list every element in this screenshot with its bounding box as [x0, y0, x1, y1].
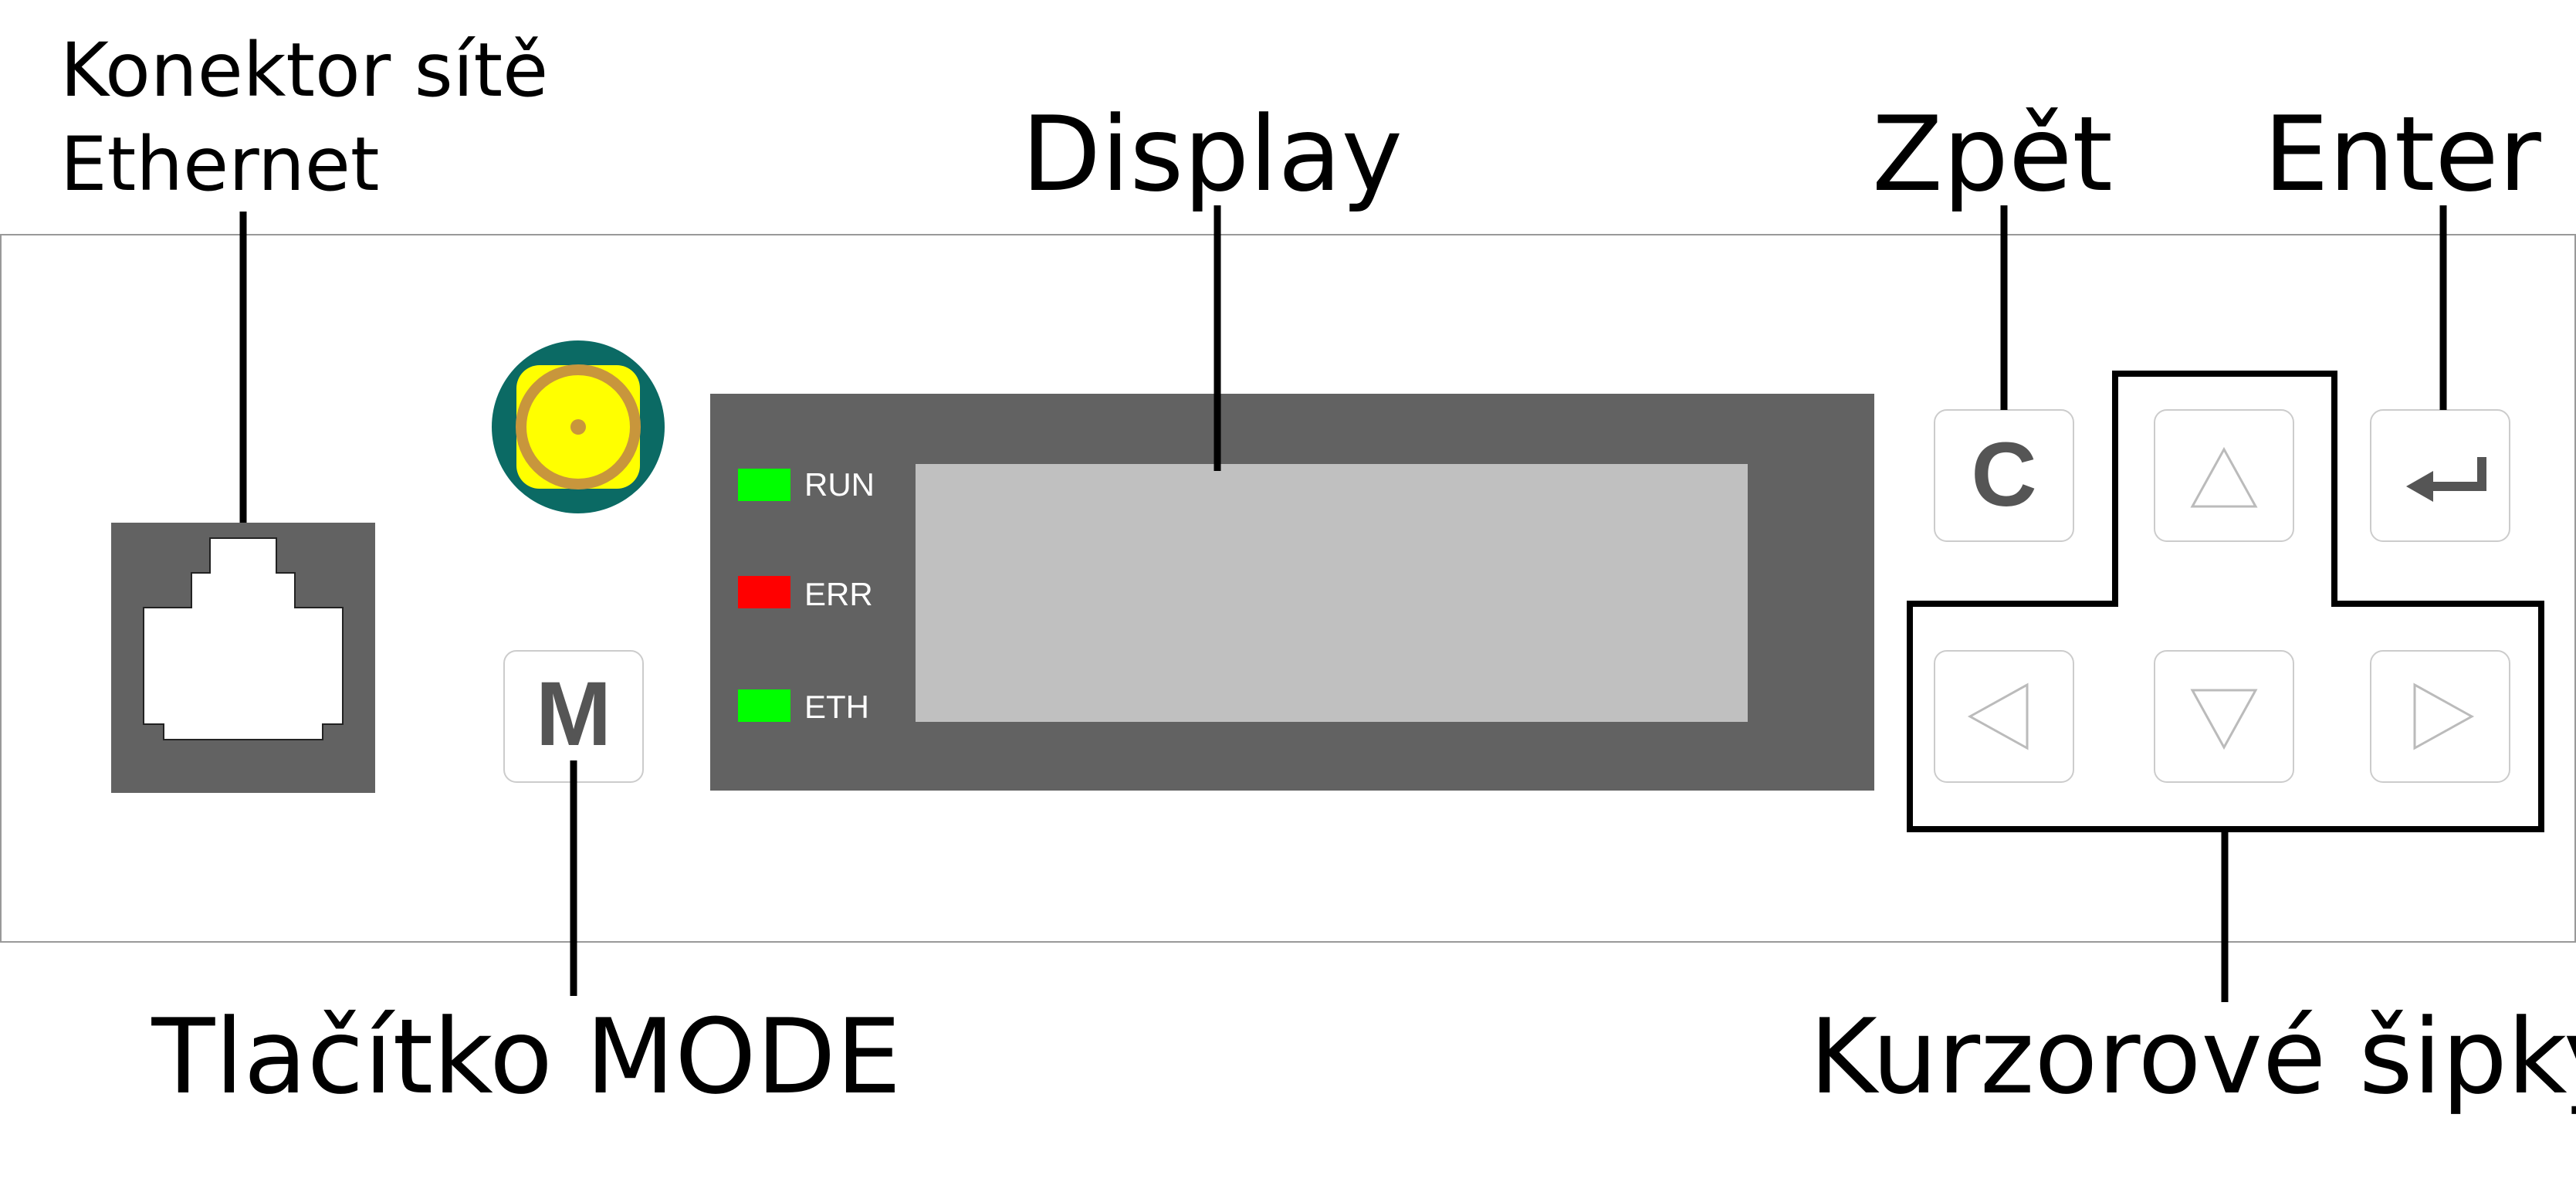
back-button-label: C — [1971, 424, 2036, 526]
led-eth-label: ETH — [804, 689, 869, 725]
arrow-down-icon — [2190, 689, 2258, 750]
callout-cursor-arrows: Kurzorové šipky — [1809, 997, 2576, 1117]
led-eth-indicator — [738, 689, 790, 722]
ethernet-port-icon — [111, 523, 375, 793]
led-err: ERR — [738, 576, 873, 612]
arrow-right-icon — [2413, 682, 2475, 750]
antenna-connector-icon — [492, 340, 665, 513]
arrow-up-button[interactable] — [2154, 409, 2294, 542]
led-err-label: ERR — [804, 576, 873, 612]
arrow-left-button[interactable] — [1934, 650, 2074, 783]
led-run-indicator — [738, 469, 790, 501]
arrow-left-icon — [1967, 682, 2029, 750]
enter-button[interactable] — [2370, 409, 2510, 542]
mode-button-label: M — [536, 663, 611, 765]
enter-return-icon — [2406, 457, 2486, 502]
callout-display: Display — [1021, 94, 1403, 215]
callout-mode-button: Tlačítko MODE — [151, 997, 902, 1117]
callout-back: Zpět — [1872, 94, 2113, 215]
arrow-down-button[interactable] — [2154, 650, 2294, 783]
led-eth: ETH — [738, 689, 869, 725]
cursor-keys-group-outline — [1907, 371, 2544, 832]
led-run-label: RUN — [804, 466, 875, 503]
callout-enter: Enter — [2263, 94, 2542, 215]
arrow-up-icon — [2190, 446, 2258, 508]
arrow-right-button[interactable] — [2370, 650, 2510, 783]
callout-ethernet-line1: Konektor sítě — [60, 27, 548, 113]
back-button[interactable]: C — [1934, 409, 2074, 542]
callout-ethernet-line2: Ethernet — [60, 121, 380, 208]
led-err-indicator — [738, 576, 790, 608]
display-screen — [916, 464, 1748, 722]
led-run: RUN — [738, 466, 875, 503]
